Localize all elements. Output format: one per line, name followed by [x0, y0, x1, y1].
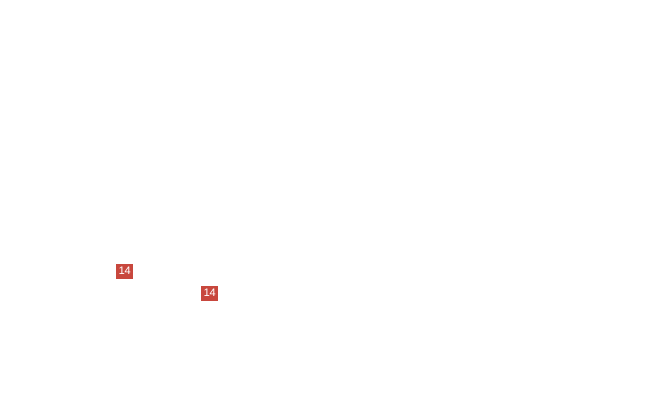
count-badge[interactable]: 14: [116, 264, 133, 279]
count-badge[interactable]: 14: [201, 286, 218, 301]
